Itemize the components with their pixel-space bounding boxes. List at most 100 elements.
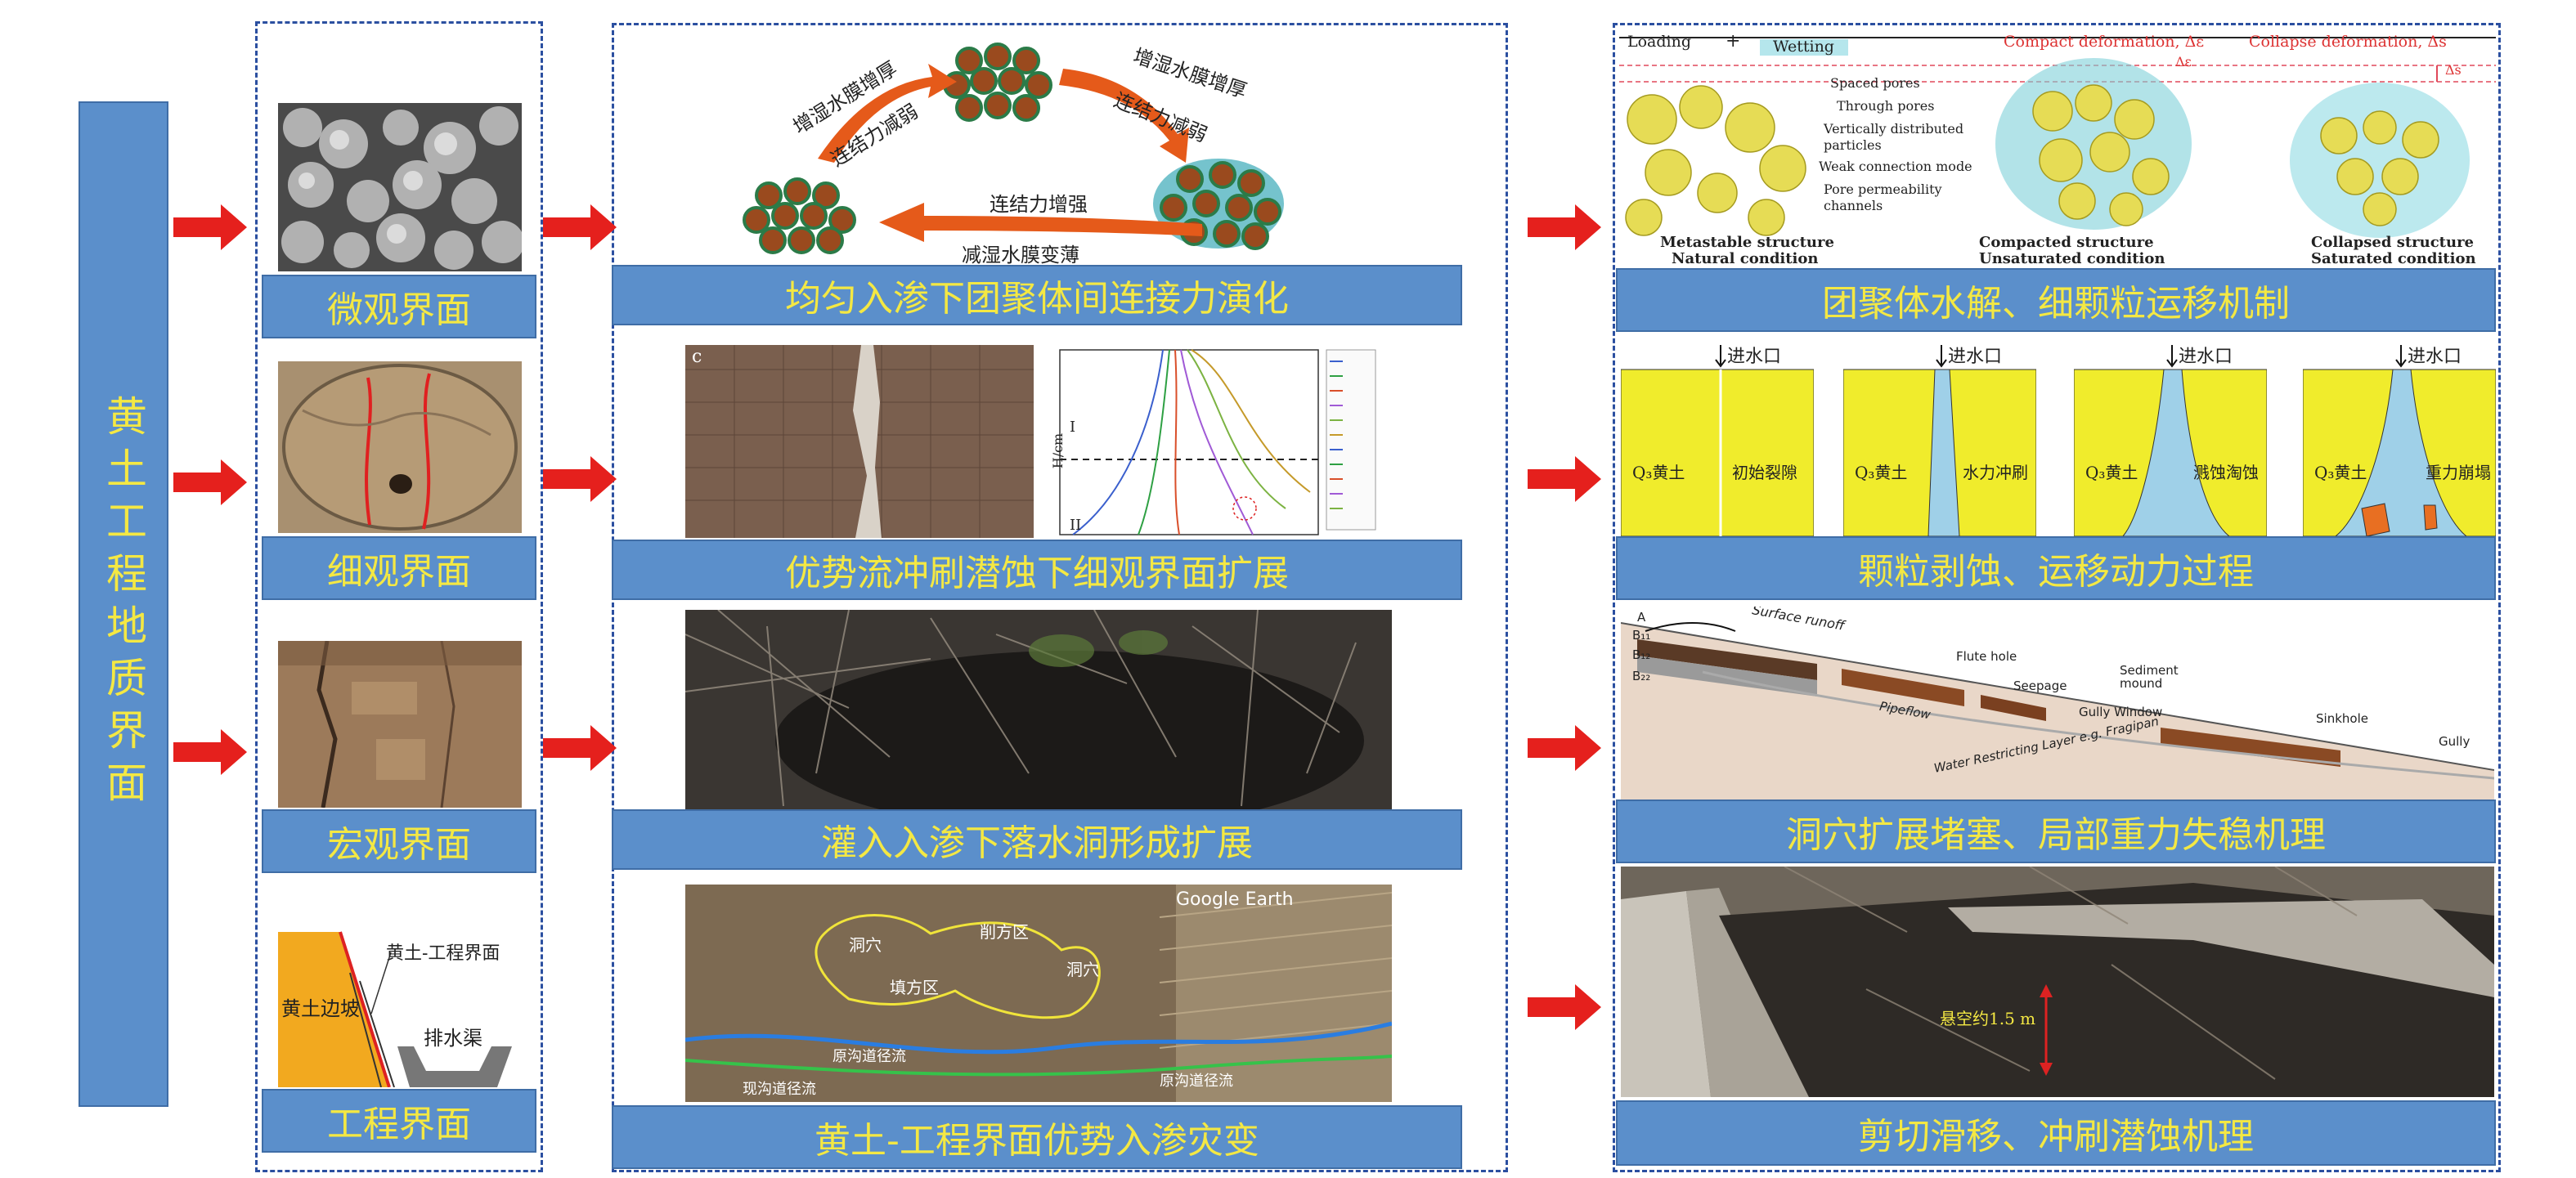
arrow-right-icon — [1528, 984, 1601, 1030]
hang-height-label: 悬空约1.5 m — [1940, 1009, 2036, 1028]
google-earth-map: Google Earth 洞穴 削方区 洞穴 填方区 原沟道径流 现沟道径流 原… — [685, 885, 1392, 1102]
cave-right-label: 洞穴 — [1066, 960, 1099, 979]
note-vertical-particles: Vertically distributed particles — [1824, 121, 1964, 153]
arrow-right-icon — [1528, 204, 1601, 250]
panel-desc-3: 溅蚀淘蚀 — [2193, 463, 2259, 482]
interface-label: 黄土-工程界面 — [386, 943, 500, 964]
slope-label: 黄土边坡 — [281, 997, 360, 1020]
engineering-slope-diagram: 黄土边坡 黄土-工程界面 排水渠 — [275, 924, 528, 1087]
collapse-deformation-label: Collapse deformation, Δs — [2249, 33, 2447, 51]
zone-two-label: II — [1070, 517, 1082, 534]
arrow-right-icon — [543, 204, 617, 250]
fill-zone-label: 填方区 — [890, 978, 939, 997]
loess-label-4: Q₃黄土 — [2314, 463, 2367, 482]
cave-expansion-label: 洞穴扩展堵塞、局部重力失稳机理 — [1616, 800, 2496, 863]
gully-profile-diagram: A B₁₁ B₁₂ B₂₂ Surface runoff Flute hole … — [1621, 607, 2494, 803]
aggregate-evolution-diagram: 增湿水膜增厚 连结力减弱 增湿水膜增厚 连结力减弱 连结力增强 减湿水膜变薄 — [679, 28, 1317, 265]
loess-label-2: Q₃黄土 — [1855, 463, 1908, 482]
struct2-title: Compacted structure — [1979, 234, 2154, 251]
erosion-panel-3: 进水口 Q₃黄土 溅蚀淘蚀 — [2074, 337, 2267, 536]
erosion-panel-1: 进水口 Q₃黄土 初始裂隙 — [1621, 337, 1814, 536]
meso-interface-label: 细观界面 — [262, 536, 536, 600]
particle-erosion-label: 颗粒剥蚀、运移动力过程 — [1616, 536, 2496, 600]
flute-hole-label: Flute hole — [1956, 649, 2017, 664]
erosion-panel-2: 进水口 Q₃黄土 水力冲刷 — [1843, 337, 2036, 536]
note-weak-connection: Weak connection mode — [1819, 159, 1972, 174]
inlet-label-2: 进水口 — [1948, 347, 2003, 367]
gully-window-label: Gully Window — [2079, 705, 2163, 719]
arrow-right-icon — [173, 459, 247, 505]
arrow-right-icon — [1528, 725, 1601, 771]
sinkhole-formation-label: 灌入入渗下落水洞形成扩展 — [612, 809, 1462, 870]
micro-interface-label: 微观界面 — [262, 275, 536, 338]
shear-sliding-label: 剪切滑移、冲刷潜蚀机理 — [1616, 1100, 2496, 1166]
delta-e-label: Δε — [2175, 54, 2192, 69]
struct3-title: Collapsed structure — [2311, 234, 2475, 251]
main-title-bar: 黄土工程地质界面 — [79, 101, 168, 1107]
note-pore-channels: Pore permeability channels — [1824, 181, 1942, 213]
horizon-B12-label: B₁₂ — [1632, 647, 1651, 662]
current-flow-label: 现沟道径流 — [743, 1081, 816, 1098]
main-title: 黄土工程地质界面 — [100, 395, 147, 813]
panel-desc-4: 重力崩塌 — [2426, 463, 2491, 482]
micro-sem-image — [278, 103, 522, 271]
loading-label: Loading — [1627, 33, 1692, 51]
sediment-mound-label: Sediment mound — [2120, 663, 2179, 691]
struct1-title: Metastable structure — [1660, 234, 1834, 251]
gully-label: Gully — [2439, 734, 2471, 749]
arrow-right-icon — [173, 729, 247, 775]
sinkhole-photo — [685, 610, 1392, 809]
inlet-label-3: 进水口 — [2179, 347, 2233, 367]
original-flow-label: 原沟道径流 — [832, 1048, 906, 1065]
loess-label-1: Q₃黄土 — [1632, 463, 1685, 482]
inlet-label-1: 进水口 — [1727, 347, 1782, 367]
col3-frame — [1613, 23, 2501, 1172]
horizon-B11-label: B₁₁ — [1632, 628, 1651, 643]
struct3-condition: Saturated condition — [2311, 250, 2476, 267]
preferential-flow-photo: c — [685, 345, 1034, 538]
meso-interface-expansion-label: 优势流冲刷潜蚀下细观界面扩展 — [612, 540, 1462, 600]
loess-label-3: Q₃黄土 — [2085, 463, 2138, 482]
drainage-ditch-photo: 悬空约1.5 m — [1621, 867, 2494, 1097]
compact-deformation-label: Compact deformation, Δε — [2004, 33, 2205, 51]
zone-one-label: I — [1070, 419, 1076, 436]
engineering-interface-disaster-label: 黄土-工程界面优势入渗灾变 — [612, 1105, 1462, 1169]
erosion-panel-4: 进水口 Q₃黄土 重力崩塌 — [2303, 337, 2496, 536]
arrow-right-icon — [1528, 456, 1601, 502]
arrow-right-icon — [543, 456, 617, 502]
soil-structure-diagram: Loading + Wetting Compact deformation, Δ… — [1619, 29, 2496, 267]
meso-sample-image — [278, 361, 522, 533]
delta-s-label: Δs — [2445, 62, 2462, 78]
struct1-condition: Natural condition — [1672, 250, 1819, 267]
note-through-pores: Through pores — [1837, 98, 1935, 114]
inlet-label-4: 进水口 — [2408, 347, 2462, 367]
panel-desc-2: 水力冲刷 — [1963, 463, 2028, 482]
col1-frame — [255, 21, 543, 1172]
plus-sign: + — [1726, 31, 1741, 52]
agg-bottom-line1: 连结力增强 — [990, 193, 1088, 216]
cave-left-label: 洞穴 — [849, 935, 882, 955]
panel-label-c: c — [692, 347, 702, 367]
seepage-label: Seepage — [2013, 679, 2067, 693]
aggregate-connection-label: 均匀入渗下团聚体间连接力演化 — [612, 265, 1462, 325]
channel-label: 排水渠 — [424, 1027, 482, 1050]
original-flow-right-label: 原沟道径流 — [1160, 1073, 1233, 1090]
sinkhole-label: Sinkhole — [2316, 711, 2368, 726]
horizon-A-label: A — [1637, 610, 1646, 625]
plot-ylabel: H/cm — [1050, 432, 1066, 469]
agg-bottom-line2: 减湿水膜变薄 — [962, 244, 1079, 265]
aggregate-hydrolysis-label: 团聚体水解、细颗粒运移机制 — [1616, 268, 2496, 332]
infiltration-depth-plot: I II H/cm — [1040, 345, 1380, 538]
engineering-interface-label: 工程界面 — [262, 1089, 536, 1153]
panel-desc-1: 初始裂隙 — [1732, 463, 1797, 482]
wetting-label: Wetting — [1773, 38, 1834, 56]
excavation-zone-label: 削方区 — [980, 922, 1029, 942]
macro-interface-label: 宏观界面 — [262, 809, 536, 873]
note-spaced-pores: Spaced pores — [1830, 75, 1920, 91]
horizon-B22-label: B₂₂ — [1632, 669, 1651, 683]
arrow-right-icon — [173, 204, 247, 250]
struct2-condition: Unsaturated condition — [1979, 250, 2165, 267]
google-earth-watermark: Google Earth — [1176, 889, 1294, 910]
macro-outcrop-image — [278, 641, 522, 808]
arrow-right-icon — [543, 725, 617, 771]
